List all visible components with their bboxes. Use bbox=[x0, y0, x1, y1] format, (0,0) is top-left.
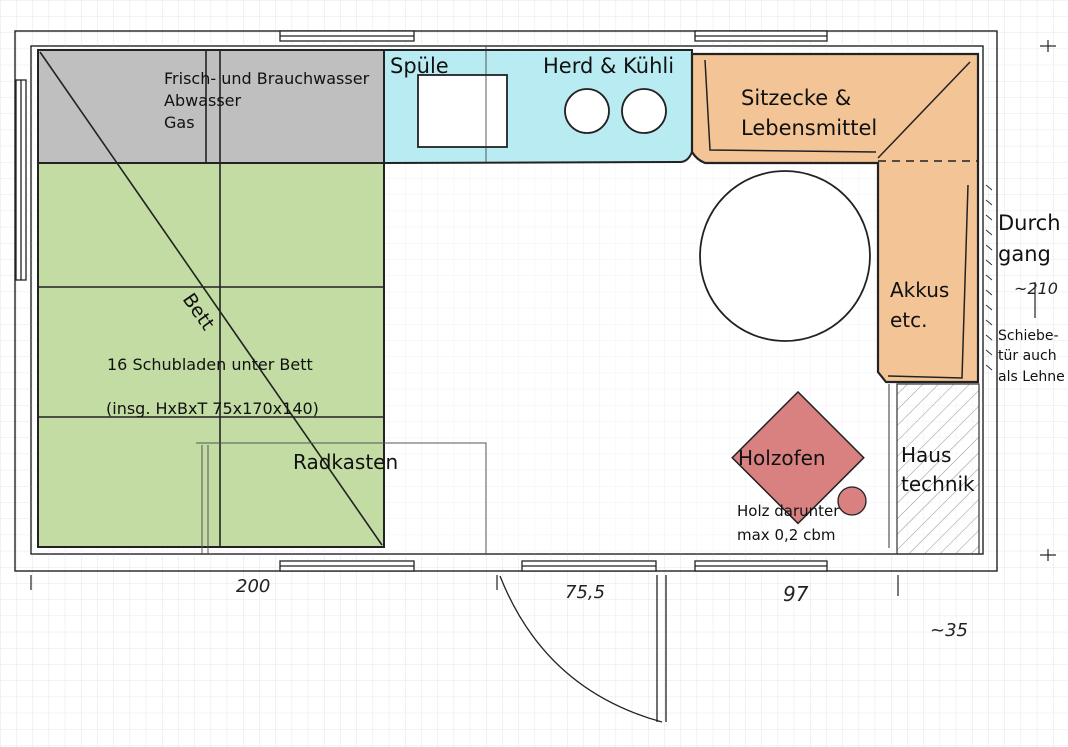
dimension-middle-width: 97 bbox=[783, 582, 809, 606]
label-passage-width: ~210 bbox=[1014, 279, 1058, 298]
seating-sketch-lines bbox=[704, 59, 978, 379]
label-batteries-1: Akkus bbox=[890, 278, 949, 302]
label-stove: Holzofen bbox=[738, 446, 826, 470]
label-passage-2: gang bbox=[998, 242, 1051, 266]
label-water-2: Abwasser bbox=[164, 91, 242, 110]
label-sliding-door-1: Schiebe- bbox=[998, 328, 1059, 344]
label-sliding-door-3: als Lehne bbox=[998, 369, 1065, 385]
label-stove-fridge: Herd & Kühli bbox=[543, 54, 674, 78]
bed-diagonal bbox=[39, 51, 383, 546]
wood-stove bbox=[731, 390, 865, 525]
wheel-arch-outline bbox=[196, 442, 487, 555]
drawer-lines bbox=[38, 50, 384, 547]
label-house-tech-2: technik bbox=[901, 472, 975, 496]
seating-zone bbox=[690, 52, 980, 384]
stove-burner-1 bbox=[564, 88, 610, 134]
label-drawers-1: 16 Schubladen unter Bett bbox=[107, 355, 313, 374]
label-water-3: Gas bbox=[164, 113, 195, 132]
dimension-tech-width: ~35 bbox=[930, 620, 968, 641]
door-swing bbox=[499, 575, 667, 723]
dimension-door-width: 75,5 bbox=[565, 582, 605, 603]
label-sink: Spüle bbox=[390, 54, 449, 78]
utility-zone bbox=[37, 49, 385, 164]
label-wood-2: max 0,2 cbm bbox=[737, 526, 835, 544]
label-seating-2: Lebensmittel bbox=[741, 116, 877, 140]
label-wheel-arch: Radkasten bbox=[293, 450, 398, 474]
windows bbox=[15, 30, 828, 572]
label-batteries-2: etc. bbox=[890, 308, 928, 332]
outer-wall bbox=[14, 30, 998, 572]
house-tech-zone bbox=[896, 383, 980, 555]
label-sliding-door-2: tür auch bbox=[998, 348, 1057, 364]
sink-basin bbox=[417, 74, 508, 148]
label-water-1: Frisch- und Brauchwasser bbox=[164, 69, 370, 88]
label-seating-1: Sitzecke & bbox=[741, 86, 851, 110]
wood-storage-circle bbox=[837, 486, 867, 516]
dimension-ticks bbox=[30, 40, 1056, 596]
label-house-tech-1: Haus bbox=[901, 443, 951, 467]
label-wood-1: Holz darunter bbox=[737, 502, 840, 520]
bed-zone bbox=[37, 162, 385, 548]
stove-burner-2 bbox=[621, 88, 667, 134]
dimension-bed-length: 200 bbox=[236, 576, 270, 597]
label-drawers-2: (insg. HxBxT 75x170x140) bbox=[106, 399, 319, 418]
table bbox=[699, 170, 871, 342]
label-passage-1: Durch bbox=[998, 211, 1061, 235]
sliding-door-marks bbox=[985, 184, 993, 371]
